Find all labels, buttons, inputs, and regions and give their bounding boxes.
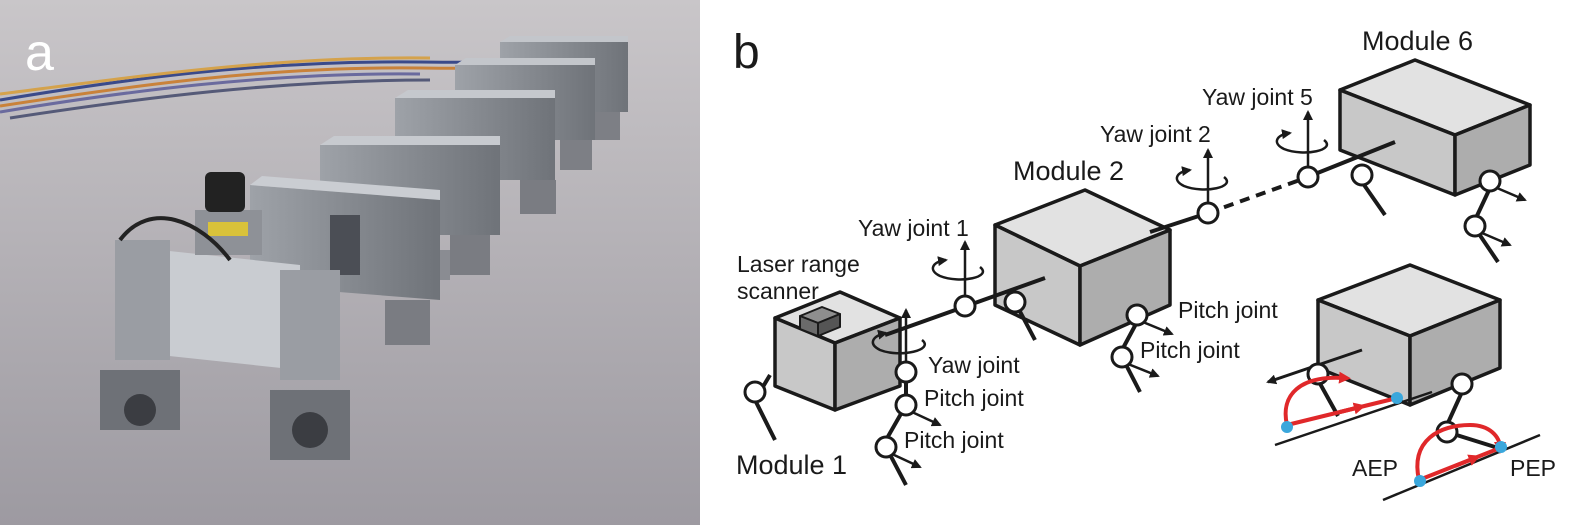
label-aep: AEP (1352, 455, 1398, 481)
yaw-joint-5-symbol (1275, 110, 1328, 170)
module-6-rear-leg-joint (1350, 163, 1374, 187)
pitch-joint-circle-lower (874, 435, 898, 459)
yaw-joint-1-circle (953, 294, 977, 318)
module-2-rear-leg-joint (1003, 290, 1027, 314)
yaw-joint-2-symbol (1175, 148, 1228, 205)
label-module-1: Module 1 (736, 450, 847, 480)
pitch-joint-circle-upper (894, 393, 918, 417)
yaw-joint-1-symbol (931, 240, 984, 300)
diagram-labels: Module 1 Module 2 Module 6 Laser range s… (736, 26, 1556, 481)
label-module-6: Module 6 (1362, 26, 1473, 56)
label-pitch-joint-m1-upper: Pitch joint (924, 385, 1024, 411)
ground-lines (1274, 390, 1541, 502)
label-yaw-joint-1: Yaw joint 1 (858, 215, 969, 241)
module-2-pitch-joint-lower (1110, 345, 1134, 369)
label-pitch-joint-m1-lower: Pitch joint (904, 427, 1004, 453)
inset-pitch-joint-upper (1450, 372, 1474, 396)
module-2-pitch-joint-upper (1125, 303, 1149, 327)
panel-b-letter: b (733, 26, 760, 79)
label-yaw-joint-5: Yaw joint 5 (1202, 84, 1313, 110)
robot-photo-panel: a (0, 0, 700, 525)
label-yaw-joint-2: Yaw joint 2 (1100, 121, 1211, 147)
module-1-rear-leg-joint (743, 380, 767, 404)
robot-schematic-panel: b (700, 0, 1575, 525)
module-6-pitch-joint-upper (1478, 169, 1502, 193)
aep-point-upper (1281, 421, 1293, 433)
robot-module-1 (100, 172, 350, 460)
module-2-box (993, 188, 1172, 347)
module-6-pitch-joint-lower (1463, 214, 1487, 238)
foot-contact-points (1281, 392, 1507, 487)
pitch-joint-arrows-module-2 (1127, 320, 1174, 378)
yaw-joint-circle (894, 360, 918, 384)
label-scanner: scanner (737, 278, 819, 304)
aep-point (1414, 475, 1426, 487)
yaw-joint-5-circle (1296, 165, 1320, 189)
inset-module-box (1316, 263, 1502, 407)
label-yaw-joint: Yaw joint (928, 352, 1020, 378)
label-pep: PEP (1510, 455, 1556, 481)
laser-scanner-box (799, 306, 841, 337)
panel-a-letter: a (25, 24, 54, 82)
label-pitch-joint-m2-upper: Pitch joint (1178, 297, 1278, 323)
label-pitch-joint-m2-lower: Pitch joint (1140, 337, 1240, 363)
pep-point (1495, 441, 1507, 453)
yaw-joint-2-circle (1196, 201, 1220, 225)
pitch-joint-arrows-module-6 (1481, 186, 1527, 247)
label-module-2: Module 2 (1013, 156, 1124, 186)
pitch-joint-arrows-module-1 (891, 410, 942, 469)
label-laser-range: Laser range (737, 251, 860, 277)
pep-point-upper (1391, 392, 1403, 404)
robot-schematic: b (733, 26, 1556, 502)
robot-photo: a (0, 0, 700, 525)
module-6-box (1338, 58, 1532, 197)
